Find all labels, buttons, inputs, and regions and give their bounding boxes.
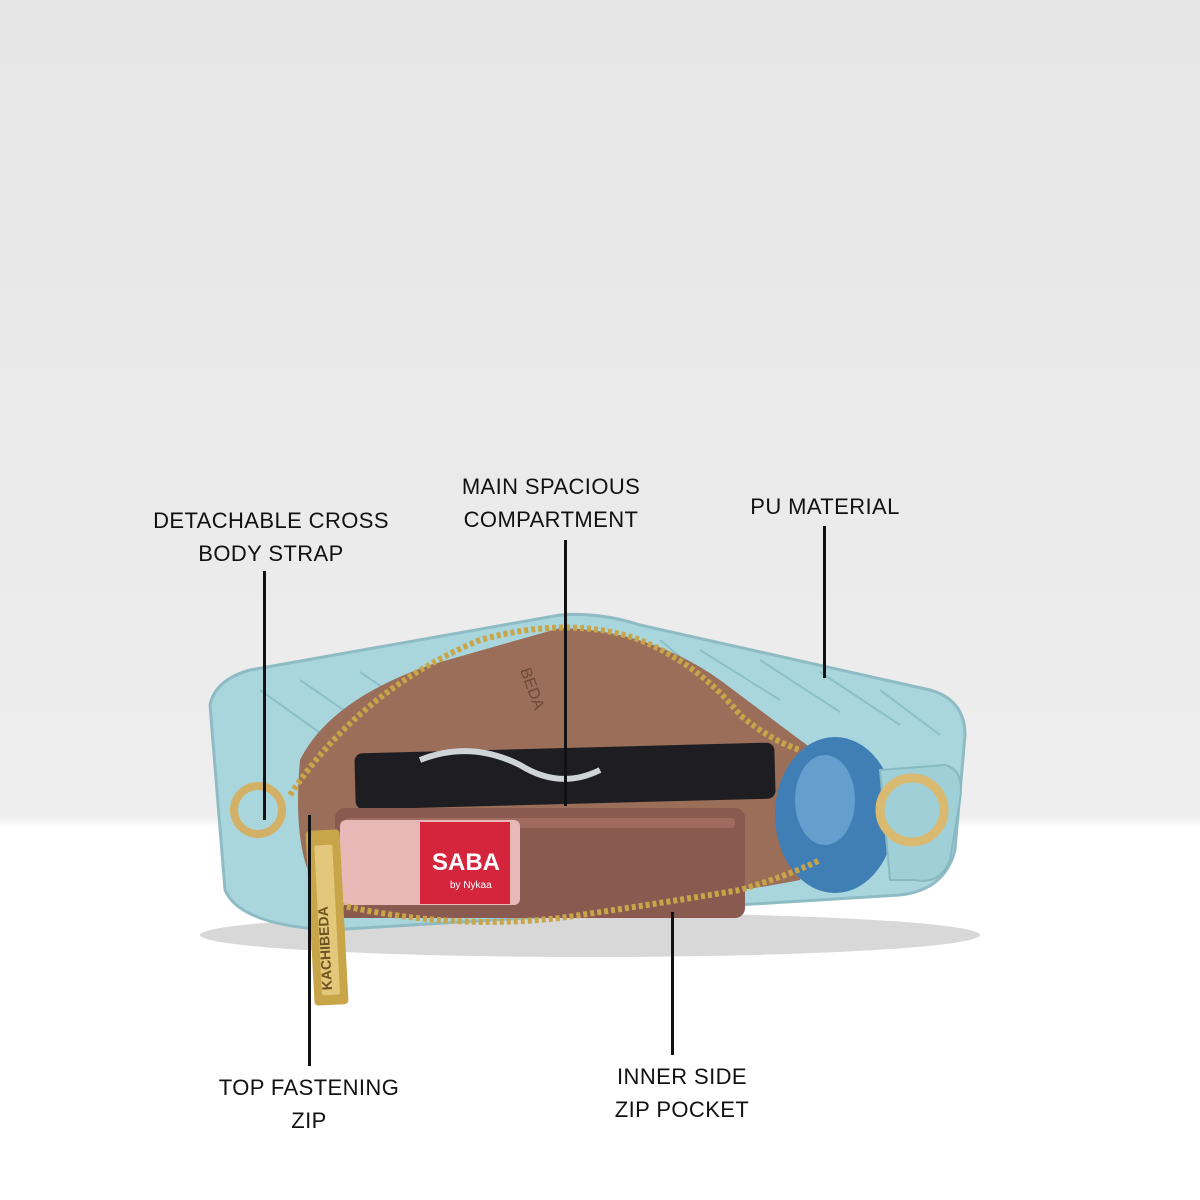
callout-strap-line2: BODY STRAP bbox=[198, 541, 344, 566]
zip-pull-brand: KACHIBEDA bbox=[315, 906, 335, 991]
leader-compartment bbox=[564, 540, 567, 806]
leader-material bbox=[823, 526, 826, 678]
leader-zip bbox=[308, 815, 311, 1066]
leader-pocket bbox=[671, 912, 674, 1055]
leader-strap bbox=[263, 571, 266, 820]
callout-zip-line1: TOP FASTENING bbox=[218, 1075, 400, 1100]
zip-pull: KACHIBEDA bbox=[305, 829, 349, 1006]
callout-zip-line2: ZIP bbox=[291, 1108, 327, 1133]
callout-strap: DETACHABLE CROSS BODY STRAP bbox=[140, 504, 402, 570]
callout-pocket-line2: ZIP POCKET bbox=[614, 1097, 750, 1122]
callout-strap-line1: DETACHABLE CROSS bbox=[153, 508, 389, 533]
callout-material-line1: PU MATERIAL bbox=[750, 494, 900, 519]
right-d-ring bbox=[875, 773, 949, 847]
callout-compartment: MAIN SPACIOUS COMPARTMENT bbox=[440, 470, 662, 536]
left-d-ring bbox=[230, 782, 286, 838]
bottle bbox=[775, 737, 895, 893]
callout-material: PU MATERIAL bbox=[735, 490, 915, 523]
sticker-sub: by Nykaa bbox=[450, 880, 492, 891]
sticker-brand: SABA bbox=[432, 849, 500, 876]
callout-compartment-line2: COMPARTMENT bbox=[463, 507, 639, 532]
lipstick: SABA by Nykaa bbox=[340, 820, 520, 905]
pocket-zipper bbox=[339, 857, 822, 925]
top-zipper bbox=[287, 624, 801, 797]
callout-pocket: INNER SIDE ZIP POCKET bbox=[600, 1060, 764, 1126]
callout-compartment-line1: MAIN SPACIOUS bbox=[461, 474, 641, 499]
callout-pocket-line1: INNER SIDE bbox=[617, 1064, 747, 1089]
callout-zip: TOP FASTENING ZIP bbox=[205, 1071, 413, 1137]
